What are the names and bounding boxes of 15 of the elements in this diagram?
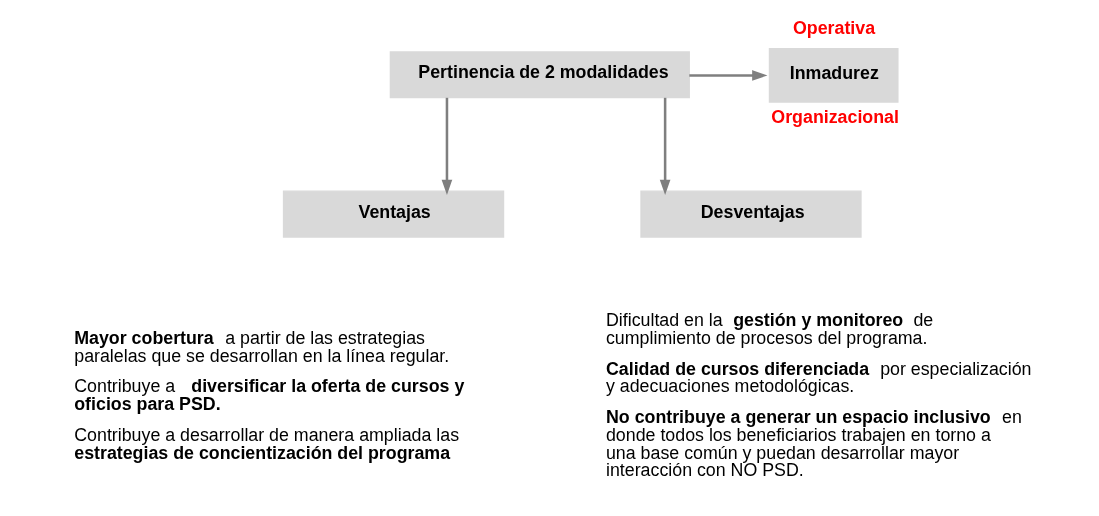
node-box: Desventajas bbox=[639, 190, 862, 238]
node-box: Pertinencia de 2 modalidades bbox=[389, 51, 690, 99]
arrow bbox=[441, 97, 452, 195]
arrow bbox=[659, 97, 670, 195]
node-label: Dificultad en la gestión y monitoreo de cumplimiento de procesos del programa. bbox=[605, 310, 933, 349]
arrow bbox=[688, 70, 767, 81]
node-label: No contribuye a generar un espacio inclusivo en donde todos los beneficiarios trabajen en torno a una base común y puedan desarrollar mayor interacción con NO PSD. bbox=[605, 406, 1022, 481]
node-label: Contribuye a diversificar la oferta de cursos y oficios para PSD. bbox=[73, 376, 464, 415]
node-label: Contribuye a desarrollar de manera ampliada las estrategias de concientización del programa bbox=[73, 424, 459, 463]
node-label: Calidad de cursos diferenciada por especialización y adecuaciones metodológicas. bbox=[605, 358, 1032, 397]
node-label: Mayor cobertura a partir de las estrategias paralelas que se desarrollan en la línea regular. bbox=[73, 328, 449, 366]
node-box: Ventajas bbox=[282, 190, 504, 238]
node-label: Organizacional bbox=[770, 107, 899, 128]
node-label: Operativa bbox=[792, 18, 875, 39]
node-box: Inmadurez bbox=[768, 48, 899, 103]
